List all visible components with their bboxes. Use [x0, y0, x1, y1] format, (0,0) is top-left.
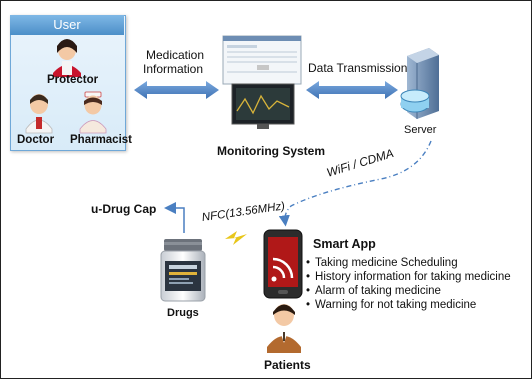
drugs-label: Drugs: [167, 307, 199, 319]
drug-cap-arrow: [164, 202, 185, 233]
medication-info-label-line2: Information: [143, 62, 204, 76]
protector-icon: [53, 39, 81, 77]
medication-info-arrow: [134, 81, 219, 99]
data-transmission-arrow: [306, 81, 398, 99]
medication-info-label-line1: Medication: [146, 48, 205, 62]
drug-cap-label: u-Drug Cap: [91, 202, 157, 216]
protector-label: Protector: [47, 74, 99, 86]
drug-bottle-icon: [160, 239, 206, 302]
user-box-title: User: [10, 15, 124, 35]
smartphone-icon: [263, 229, 303, 299]
patients-label: Patients: [264, 358, 311, 372]
nfc-bolt-icon: [225, 231, 247, 245]
monitoring-system-label: Monitoring System: [217, 144, 326, 158]
data-transmission-label: Data Transmission: [308, 61, 408, 75]
smart-app-feature: Taking medicine Scheduling: [306, 257, 458, 269]
server-label: Server: [404, 124, 437, 136]
smart-app-feature: History information for taking medicine: [306, 271, 511, 283]
smart-app-feature: Alarm of taking medicine: [306, 285, 441, 297]
server-icon: [400, 48, 439, 119]
patient-icon: [267, 304, 301, 353]
doctor-icon: [25, 94, 53, 134]
doctor-label: Doctor: [17, 134, 55, 146]
pharmacist-label: Pharmacist: [70, 134, 133, 146]
smart-app-feature: Warning for not taking medicine: [306, 299, 476, 311]
smart-app-title: Smart App: [313, 237, 376, 251]
pharmacist-icon: [79, 91, 107, 134]
monitoring-system-icon: [222, 35, 302, 129]
